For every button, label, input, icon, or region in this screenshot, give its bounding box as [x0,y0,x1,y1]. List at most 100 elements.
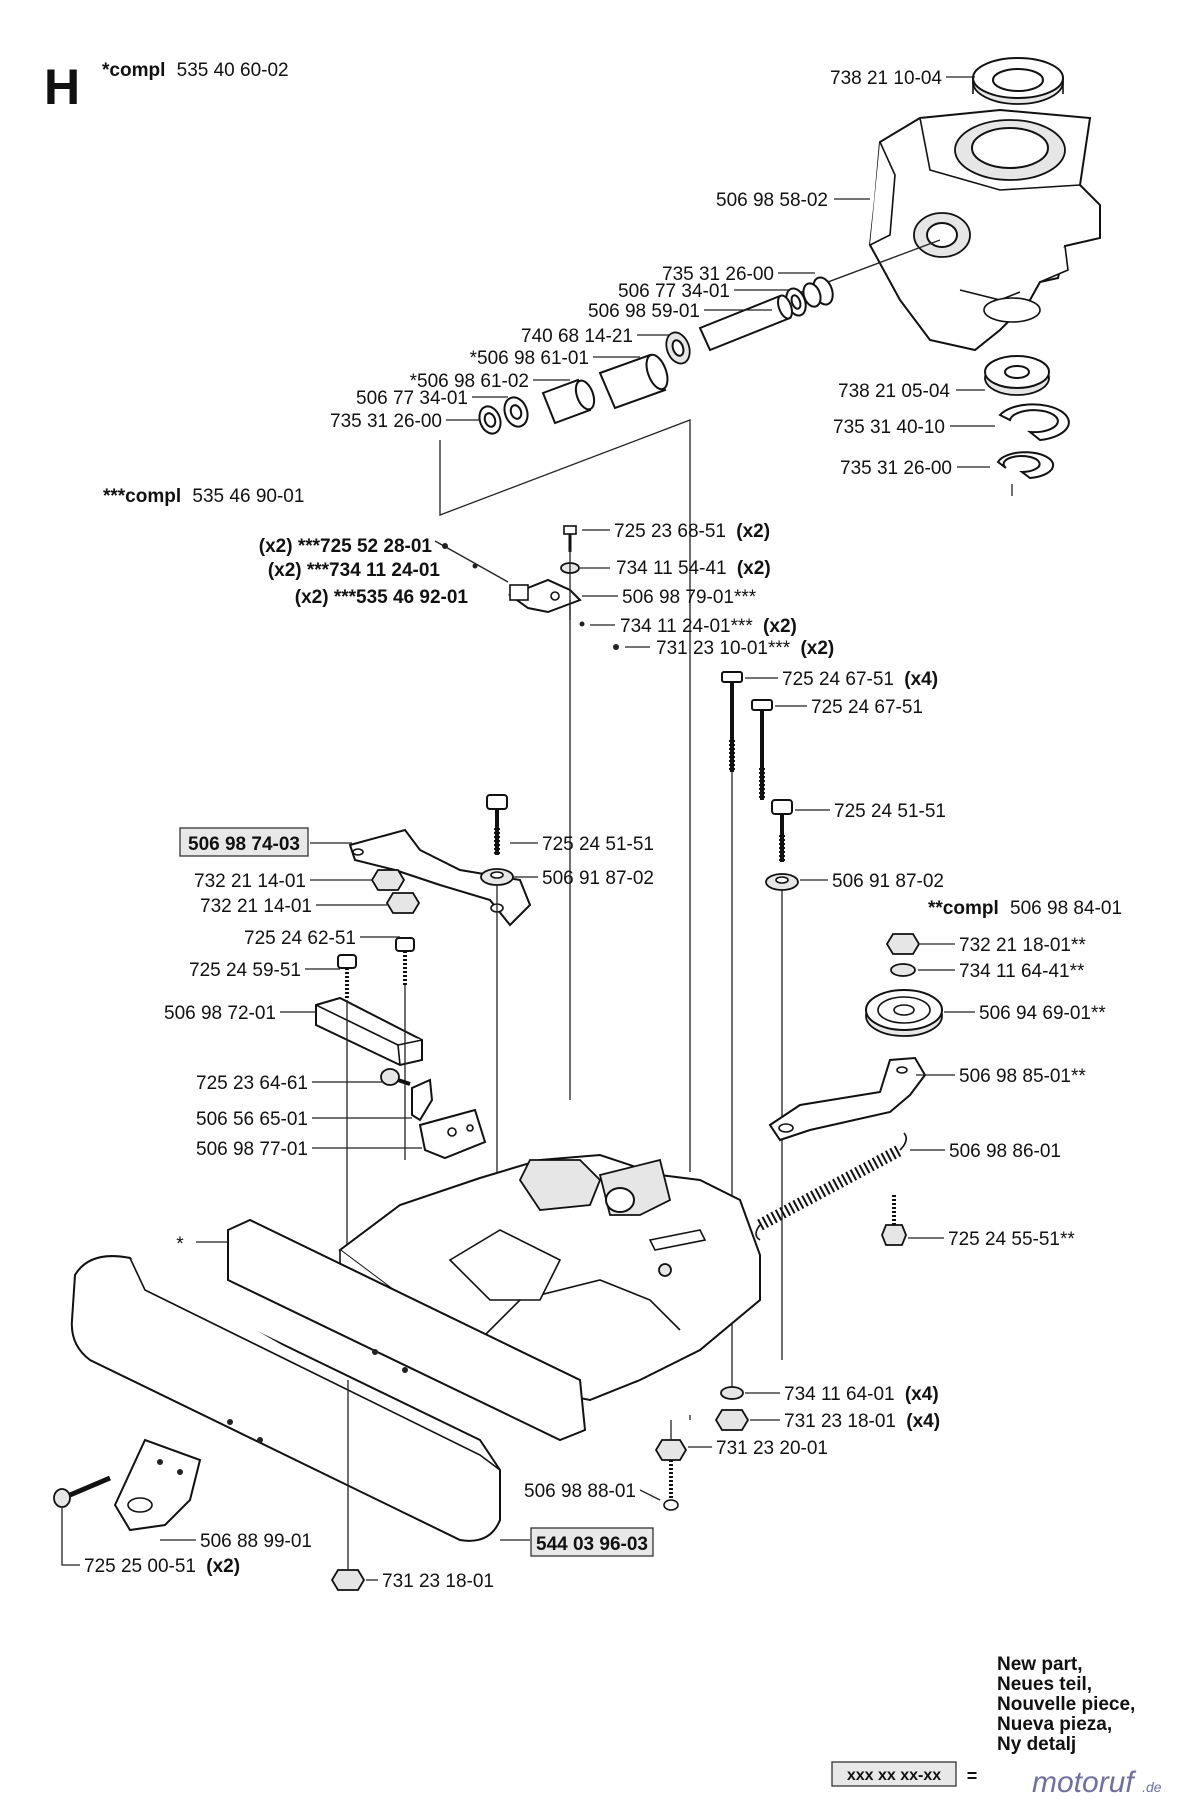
seal-738-21-10-04 [972,57,1064,105]
label-506-98-77-01: 506 98 77-01 [196,1139,308,1160]
label-725-24-67-51-a: 725 24 67-51 (x4) [782,669,938,690]
legend-line-3: Nouvelle piece, [997,1694,1135,1715]
bolt-725-24-51-51-b [486,794,508,855]
nut-731-23-20-01 [654,1439,688,1461]
label-734-11-24-01-b-num: 734 11 24-01*** [620,616,753,637]
watermark: motoruf .de [1032,1766,1162,1799]
label-506-98-86-01: 506 98 86-01 [949,1141,1061,1162]
bracket-506-98-79-01 [507,578,582,614]
belt-assembly-prefix: **compl [928,898,999,919]
legend-equals: = [967,1766,978,1786]
washer-506-91-87-02-b [765,873,799,891]
label-725-23-68-51: 725 23 68-51 (x2) [614,521,770,542]
subassembly-label: ***compl 535 46 90-01 [103,486,304,507]
washer-734-11-64-01 [720,1386,744,1400]
header-number: 535 40 60-02 [177,60,289,81]
label-725-23-64-61: 725 23 64-61 [196,1073,308,1094]
legend-line-2: Neues teil, [997,1674,1092,1695]
legend-line-4: Nueva pieza, [997,1714,1112,1735]
label-535-46-92-01: (x2) ***535 46 92-01 [295,587,469,608]
label-734-11-64-01: 734 11 64-01 (x4) [784,1384,939,1405]
label-731-23-10-01-qty: (x2) [800,638,834,659]
subassembly-prefix: ***compl [103,486,181,507]
label-725-24-67-51-a-qty: (x4) [904,669,938,690]
label-506-98-88-01: 506 98 88-01 [524,1481,636,1502]
part-labels: 738 21 10-04 506 98 58-02 735 31 26-00 5… [84,68,1106,1592]
nut-732-21-18-01 [885,933,921,955]
arm-506-98-85-01 [768,1056,927,1142]
bolt-725-24-67-51-b [751,699,773,800]
label-506-98-59-01: 506 98 59-01 [588,301,700,322]
shaft-stack [478,239,941,435]
washer-734-11-24-01-b [579,621,585,627]
label-725-25-00-51: 725 25 00-51 (x2) [84,1556,240,1577]
circlip-735-31-26-00-a [802,276,834,308]
label-731-23-10-01-num: 731 23 10-01*** [656,638,791,659]
label-735-31-26-00-a: 735 31 26-00 [662,264,774,285]
label-732-21-18-01: 732 21 18-01** [959,935,1086,956]
label-725-52-28-01: (x2) ***725 52 28-01 [259,536,433,557]
legend-line-5: Ny detalj [997,1734,1076,1755]
label-506-91-87-02-b: 506 91 87-02 [832,871,944,892]
header-prefix: *compl [102,60,165,81]
label-735-31-26-00-b: 735 31 26-00 [330,411,442,432]
nut-731-23-10-01 [613,644,619,650]
legend-box [831,1761,957,1787]
label-506-88-99-01: 506 88 99-01 [200,1531,312,1552]
subassembly-number: 535 46 90-01 [192,486,304,507]
label-506-98-79-01: 506 98 79-01*** [622,587,757,608]
section-letter: H [44,59,80,115]
nut-732-21-14-01-a [370,869,406,891]
circlip-735-31-40-10 [998,403,1070,442]
bolt-725-24-62-51 [395,937,415,985]
label-731-23-18-01-a-num: 731 23 18-01 [784,1411,896,1432]
bumper-rear [227,1218,587,1442]
nut-731-23-18-01-a [714,1409,750,1431]
label-740-68-14-21: 740 68 14-21 [521,326,633,347]
label-725-24-51-51-a: 725 24 51-51 [834,801,946,822]
circlip-735-31-26-00-c [996,451,1055,496]
label-735-31-40-10: 735 31 40-10 [833,417,945,438]
label-506-77-34-01-a: 506 77 34-01 [618,281,730,302]
shaft-506-98-59-01 [698,294,793,352]
label-734-11-24-01-b-qty: (x2) [763,616,797,637]
label-734-11-24-01-b: 734 11 24-01*** (x2) [620,616,797,637]
front-frame [338,1153,761,1402]
label-725-23-68-51-num: 725 23 68-51 [614,521,726,542]
bolt-725-24-59-51 [337,954,357,1000]
label-734-11-64-01-qty: (x4) [905,1384,939,1405]
new-part-box-544-03-96-03 [530,1527,654,1557]
label-star: * [176,1234,184,1255]
label-734-11-54-41-qty: (x2) [737,558,771,579]
watermark-text: motoruf [1032,1766,1136,1799]
label-732-21-14-01-a: 732 21 14-01 [194,871,306,892]
header-assembly: *compl 535 40 60-02 [102,60,289,81]
circlip-735-31-26-00-b [478,405,502,435]
new-part-box-506-98-74-03 [179,827,309,857]
label-506-98-85-01: 506 98 85-01** [959,1066,1086,1087]
label-544-03-96-03: 544 03 96-03 [536,1534,648,1555]
watermark-main: motoruf .de [1032,1766,1162,1799]
label-734-11-64-41: 734 11 64-41** [959,961,1085,982]
watermark-suffix: .de [1142,1779,1162,1795]
spring-506-98-86-01 [755,1132,908,1241]
label-731-23-10-01: 731 23 10-01*** (x2) [656,638,834,659]
block-506-98-72-01 [315,996,423,1067]
bumper-544-03-96-03 [70,1255,501,1542]
label-506-77-34-01-b: 506 77 34-01 [356,388,468,409]
label-506-56-65-01: 506 56 65-01 [196,1109,308,1130]
label-725-23-68-51-qty: (x2) [736,521,770,542]
label-506-91-87-02-a: 506 91 87-02 [542,868,654,889]
transaxle-housing [868,57,1101,352]
label-725-25-00-51-num: 725 25 00-51 [84,1556,196,1577]
label-506-98-61-02: *506 98 61-02 [410,371,529,392]
nut-731-23-18-01-b [330,1569,366,1591]
washer-506-91-87-02-a [480,868,514,886]
label-731-23-18-01-a: 731 23 18-01 (x4) [784,1411,940,1432]
spacer-506-98-61-02 [541,378,596,425]
label-735-31-26-00-c: 735 31 26-00 [840,458,952,479]
label-738-21-05-04: 738 21 05-04 [838,381,950,402]
nut-732-21-14-01-b [385,892,421,914]
legend-line-1: New part, [997,1654,1083,1675]
